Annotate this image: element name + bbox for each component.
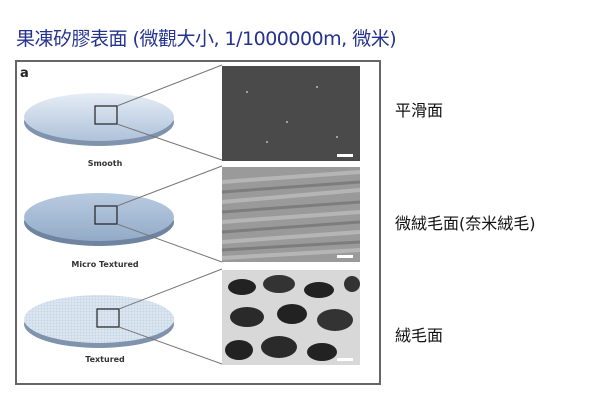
smooth-micrograph bbox=[222, 66, 360, 161]
zoom-box bbox=[94, 105, 118, 125]
disk-label-micro-textured: Micro Textured bbox=[71, 260, 139, 269]
surface-figure: a Smooth Micro Textured Textured bbox=[15, 60, 381, 385]
page-title: 果凍矽膠表面 (微觀大小, 1/1000000m, 微米) bbox=[16, 28, 397, 50]
micro-textured-disk bbox=[24, 165, 223, 263]
panel-label: a bbox=[20, 66, 29, 81]
label-micro-villi-surface: 微絨毛面(奈米絨毛) bbox=[395, 214, 536, 233]
figure-graphics bbox=[24, 64, 361, 365]
disk-label-textured: Textured bbox=[85, 355, 125, 364]
textured-micrograph bbox=[222, 270, 360, 365]
textured-disk bbox=[24, 268, 223, 365]
zoom-box bbox=[96, 308, 120, 328]
label-smooth-surface: 平滑面 bbox=[395, 101, 444, 120]
smooth-disk bbox=[24, 64, 223, 161]
zoom-box bbox=[94, 205, 118, 225]
label-villi-surface: 絨毛面 bbox=[395, 326, 444, 345]
disk-label-smooth: Smooth bbox=[87, 159, 123, 168]
micro-textured-micrograph bbox=[221, 167, 361, 262]
